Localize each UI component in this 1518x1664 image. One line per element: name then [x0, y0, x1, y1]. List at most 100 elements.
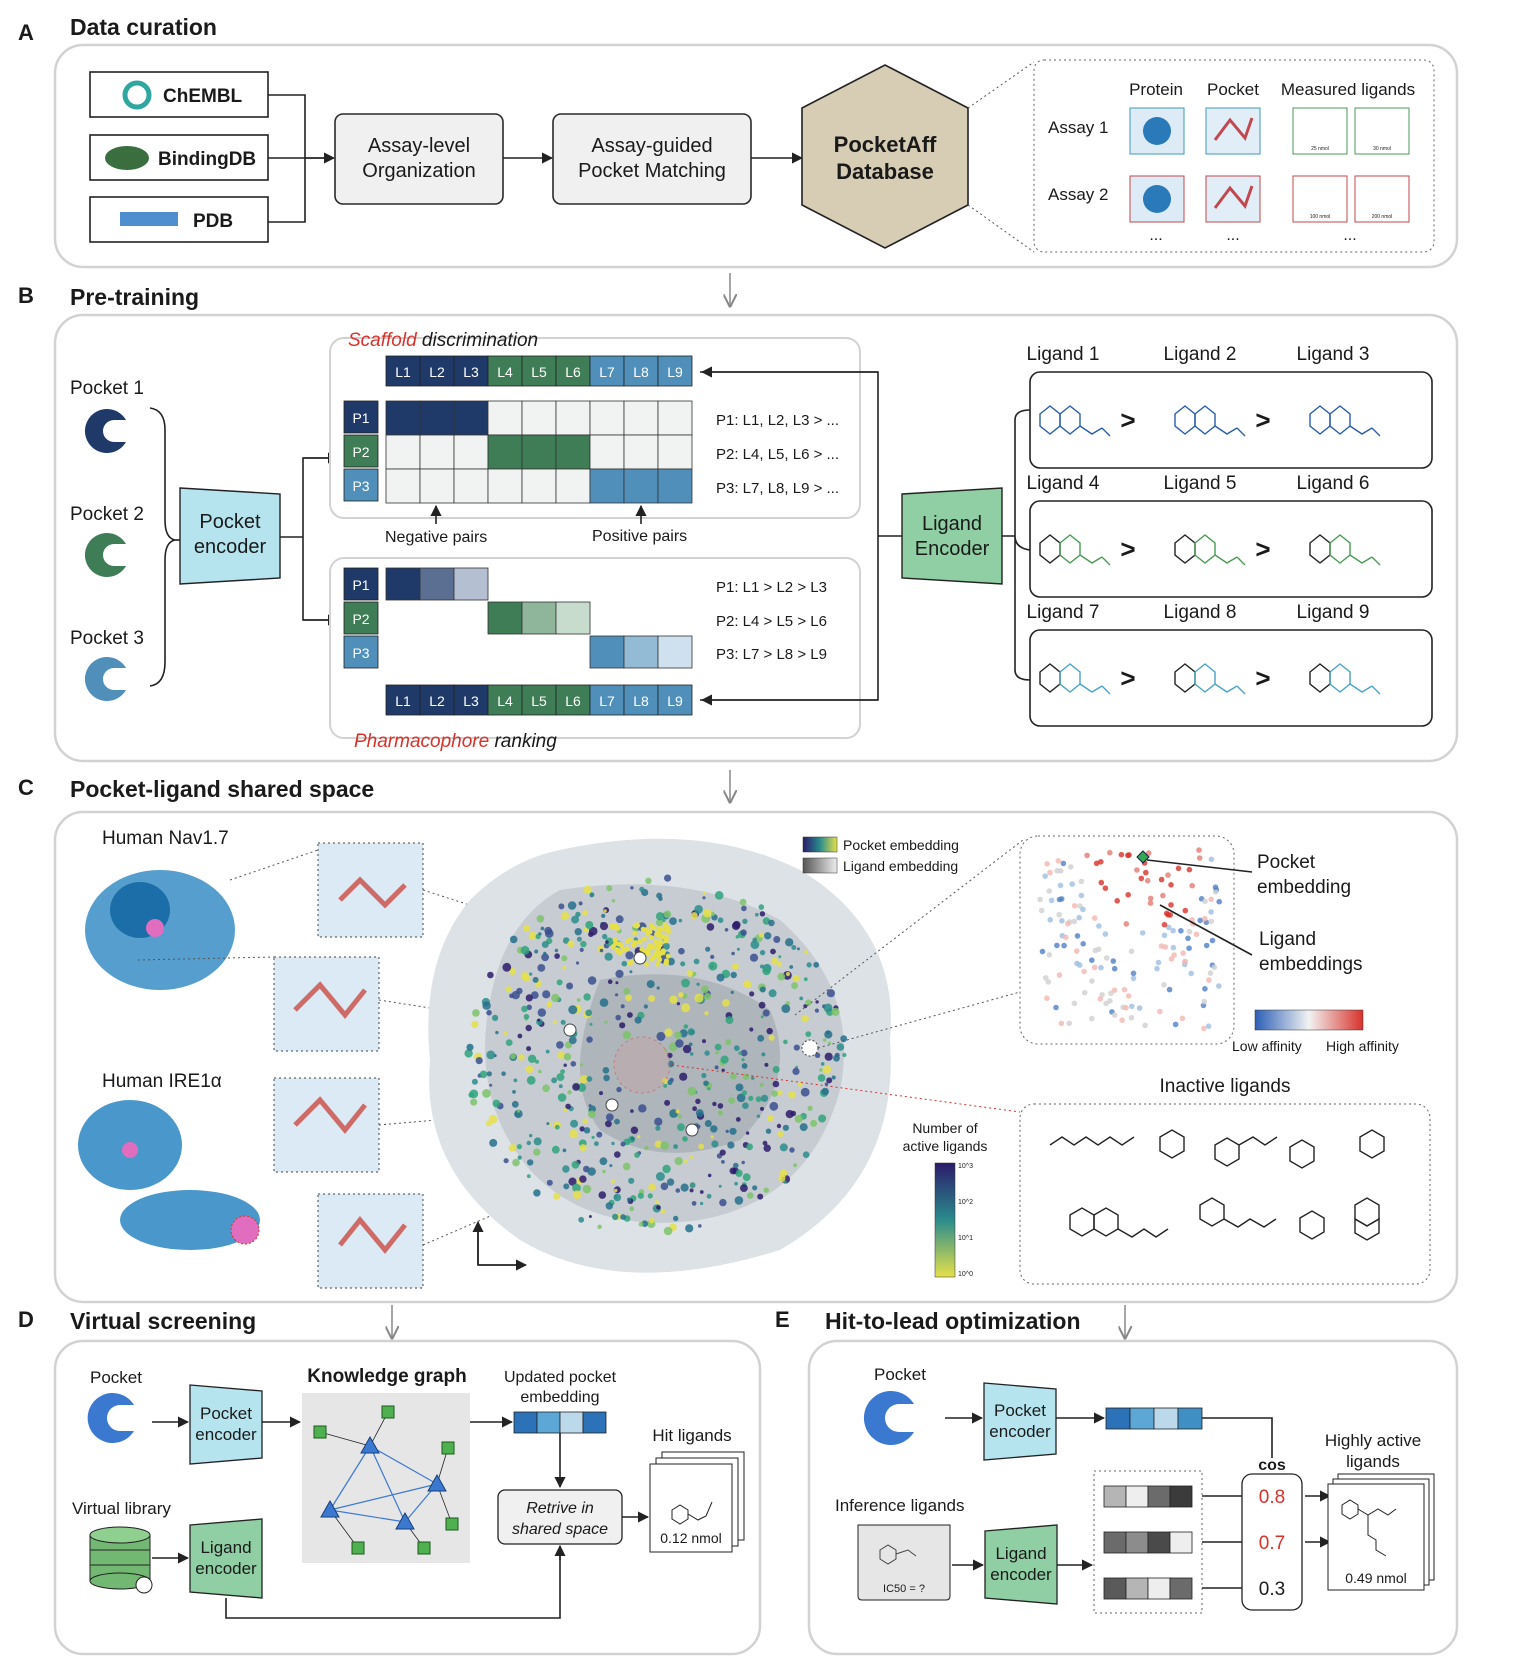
virtual-library-label: Virtual library: [72, 1499, 171, 1518]
ligand-embeddings-label-2: embeddings: [1259, 954, 1363, 975]
scaffold-cell: [589, 468, 625, 504]
svg-text:IC50 = ?: IC50 = ?: [883, 1583, 925, 1595]
ligand-thumbnail-4: [1354, 175, 1410, 223]
pocket-token-label: P1: [352, 577, 369, 593]
ligand-token-label: L6: [565, 693, 581, 709]
ligand-token-label: L1: [395, 693, 411, 709]
ranking-cell: [589, 635, 625, 669]
ligand-thumbnail-3: [1292, 175, 1348, 223]
svg-text:Pocket Matching: Pocket Matching: [578, 160, 726, 182]
scaffold-rule-3: P3: L7, L8, L9 > ...: [716, 480, 839, 497]
svg-text:Ligand embedding: Ligand embedding: [843, 858, 958, 874]
highly-active-label-1: Highly active: [1325, 1431, 1421, 1450]
panel-b-letter: B: [18, 283, 34, 308]
svg-text:BindingDB: BindingDB: [158, 149, 256, 170]
ligand-thumbnail-2: [1354, 107, 1410, 155]
cos-score-1: 0.8: [1259, 1487, 1285, 1508]
protein-ire1a-label: Human IRE1α: [102, 1071, 222, 1092]
cos-score-2: 0.7: [1259, 1533, 1285, 1554]
scaffold-cell: [657, 400, 693, 436]
ligand-token-label: L8: [633, 364, 649, 380]
positive-pairs-label: Positive pairs: [592, 528, 687, 545]
embedding-space-plot: [428, 838, 891, 1273]
svg-text:Low affinity: Low affinity: [1232, 1038, 1302, 1054]
ligand-token-label: L1: [395, 364, 411, 380]
svg-text:0.49 nmol: 0.49 nmol: [1345, 1570, 1406, 1586]
pocket-thumbnail-1: [1205, 107, 1261, 155]
svg-text:PocketAff: PocketAff: [834, 132, 937, 157]
ire1a-pocket-zoom-2: [317, 1193, 424, 1289]
nav17-site-marker-2: [633, 951, 647, 965]
ligand-token-label: L5: [531, 364, 547, 380]
svg-text:...: ...: [1226, 227, 1239, 244]
ligand-row-box: [1029, 371, 1433, 469]
updated-embedding-label-2: embedding: [520, 1389, 599, 1406]
ligand-name: Ligand 5: [1164, 473, 1237, 494]
scaffold-cell: [521, 468, 557, 504]
binding-site-marker: [146, 919, 164, 937]
pharmacophore-ranking-label: Pharmacophore ranking: [354, 731, 557, 752]
svg-text:Protein: Protein: [1129, 80, 1183, 99]
ligand-token: [589, 355, 625, 387]
ligand-name: Ligand 3: [1297, 344, 1370, 365]
pocket-token: [343, 434, 379, 468]
panel-e-title: Hit-to-lead optimization: [825, 1308, 1081, 1334]
ligand-row-box: [1029, 500, 1433, 598]
panel-e-letter: E: [775, 1307, 790, 1332]
svg-text:10^0: 10^0: [958, 1271, 973, 1278]
ligand-name: Ligand 6: [1297, 473, 1370, 494]
highly-active-label-2: ligands: [1346, 1452, 1400, 1471]
inactive-region-marker: [613, 1036, 671, 1094]
pocket-token-label: P2: [352, 611, 369, 627]
scaffold-cell: [453, 468, 489, 504]
scaffold-cell: [385, 468, 421, 504]
pocket-token: [343, 468, 379, 502]
pocket-token: [343, 567, 379, 601]
scaffold-cell: [487, 400, 523, 436]
ligand-token: [385, 684, 421, 716]
pdb-logo-icon: [120, 212, 178, 226]
scaffold-cell: [419, 468, 455, 504]
cosine-scores: 0.8 0.7 0.3: [1241, 1473, 1303, 1611]
pocket-embedding-label-1: Pocket: [1257, 852, 1316, 873]
greater-than: >: [1255, 663, 1270, 693]
ligand-token: [657, 684, 693, 716]
ligand-name: Ligand 4: [1027, 473, 1100, 494]
pocket-1-icon: [84, 409, 126, 454]
svg-text:...: ...: [1149, 227, 1162, 244]
pocket-3-icon: [84, 657, 126, 701]
assay-table: Protein Pocket Measured ligands Assay 1 …: [1033, 59, 1435, 253]
scaffold-rule-2: P2: L4, L5, L6 > ...: [716, 446, 839, 463]
svg-text:High affinity: High affinity: [1326, 1038, 1399, 1054]
ligand-name: Ligand 8: [1164, 602, 1237, 623]
svg-text:30 nmol: 30 nmol: [1373, 146, 1391, 152]
scaffold-cell: [555, 468, 591, 504]
ligand-encoder-b: Ligand Encoder: [901, 487, 1003, 585]
zoom-inset: [1019, 835, 1253, 1045]
svg-text:Pocket 1: Pocket 1: [70, 378, 144, 399]
pocket-token: [343, 635, 379, 669]
scaffold-cell: [555, 400, 591, 436]
virtual-library-database-icon: [89, 1526, 153, 1594]
greater-than: >: [1120, 663, 1135, 693]
pocket-embedding-marker: [1136, 850, 1150, 864]
ligand-token: [487, 684, 523, 716]
svg-text:Pocket: Pocket: [994, 1401, 1046, 1420]
hl-pocket-encoder: Pocket encoder: [983, 1382, 1057, 1461]
protein-thumbnail-2: [1129, 175, 1185, 223]
panel-c-letter: C: [18, 775, 34, 800]
ligand-row-box: [1029, 629, 1433, 727]
svg-text:ChEMBL: ChEMBL: [163, 86, 243, 107]
source-bindingdb: BindingDB: [89, 134, 269, 181]
zoom-region-marker: [801, 1039, 819, 1057]
svg-text:Measured ligands: Measured ligands: [1281, 80, 1415, 99]
svg-text:Ligand: Ligand: [200, 1538, 251, 1557]
pocket-token-label: P2: [352, 444, 369, 460]
ranking-cell: [623, 635, 659, 669]
ligand-token-label: L4: [497, 693, 513, 709]
ligand-thumbnail-1: [1292, 107, 1348, 155]
panel-b-title: Pre-training: [70, 284, 199, 310]
pocket-thumbnail-2: [1205, 175, 1261, 223]
